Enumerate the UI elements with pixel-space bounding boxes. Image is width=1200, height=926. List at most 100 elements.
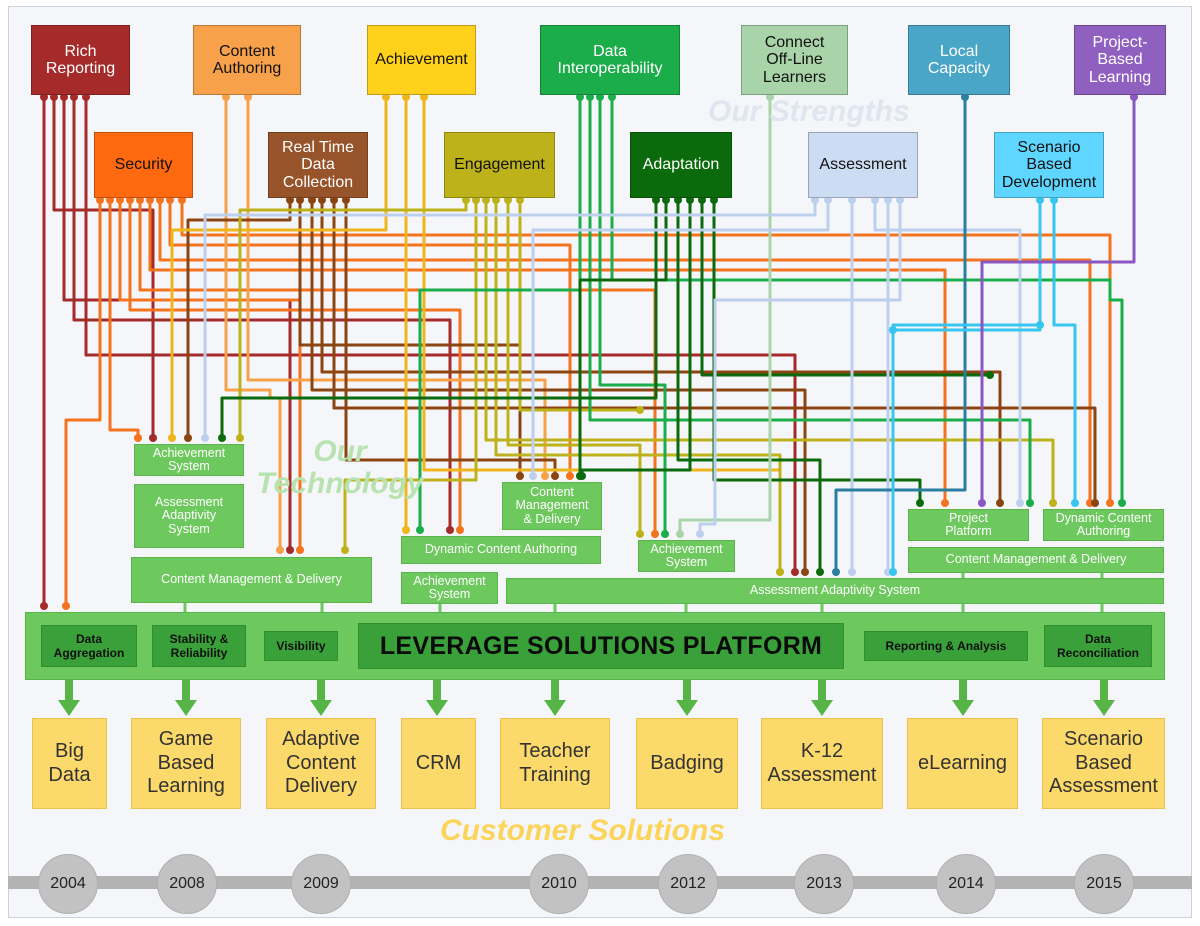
wire-rich-reporting-3-end-dot	[286, 546, 294, 554]
wire-interop-2	[588, 97, 1032, 503]
wire-scenario-3-start-dot	[1036, 321, 1044, 329]
wire-security-3-start-dot	[116, 196, 124, 204]
wire-security-8-end-dot	[566, 472, 574, 480]
wire-security-3-end-dot	[296, 546, 304, 554]
wire-security-1	[64, 200, 102, 606]
wire-real-time-3-start-dot	[308, 196, 316, 204]
wire-adaptation-5	[700, 200, 990, 377]
wire-assessment-2	[531, 200, 830, 476]
wire-real-time-2-start-dot	[296, 196, 304, 204]
content-authoring-box: Content Authoring	[193, 25, 301, 95]
wire-content-authoring-2-start-dot	[244, 93, 252, 101]
security-box: Security	[94, 132, 193, 198]
wire-assessment-2-start-dot	[824, 196, 832, 204]
wire-rich-reporting-1-start-dot	[40, 93, 48, 101]
crm-solution: CRM	[401, 718, 476, 809]
wire-adaptation-3-start-dot	[674, 196, 682, 204]
wire-engagement-6	[518, 200, 640, 412]
wire-security-9	[180, 200, 1112, 503]
scenario-based-development-box: Scenario Based Development	[994, 132, 1104, 198]
wire-interop-2-end-dot	[1026, 499, 1034, 507]
scenario-based-assessment-solution: Scenario Based Assessment	[1042, 718, 1165, 809]
project-platform-box: Project Platform	[908, 509, 1029, 541]
content-management-delivery-box-3: Content Management & Delivery	[908, 547, 1164, 573]
wire-adaptation-2	[578, 200, 668, 476]
wire-engagement-5	[506, 200, 642, 534]
wire-adaptation-4	[580, 200, 692, 476]
wire-assessment-6	[698, 200, 902, 534]
flow-arrow	[426, 680, 448, 716]
wire-interop-4-start-dot	[608, 93, 616, 101]
wire-adaptation-3	[676, 200, 822, 572]
wire-engagement-4-start-dot	[492, 196, 500, 204]
rich-reporting-box: Rich Reporting	[31, 25, 130, 95]
achievement-system-box-2: Achievement System	[401, 572, 498, 604]
wire-achievement-2-start-dot	[402, 93, 410, 101]
wire-adaptation-4-end-dot	[578, 472, 586, 480]
wire-assessment-4	[873, 200, 1022, 503]
wire-project-based-1-end-dot	[978, 499, 986, 507]
year-2013: 2013	[794, 854, 854, 914]
achievement-box: Achievement	[367, 25, 476, 95]
wire-interop-1-start-dot	[576, 93, 584, 101]
wire-real-time-1-start-dot	[286, 196, 294, 204]
wire-security-5-start-dot	[136, 196, 144, 204]
big-data-solution: Big Data	[32, 718, 107, 809]
wire-real-time-3-end-dot	[801, 568, 809, 576]
wire-rich-reporting-3-start-dot	[60, 93, 68, 101]
real-time-data-collection-box: Real Time Data Collection	[268, 132, 368, 198]
elearning-solution: eLearning	[907, 718, 1018, 809]
wire-security-3	[118, 200, 302, 550]
wire-content-authoring-2-end-dot	[541, 472, 549, 480]
wire-adaptation-3-end-dot	[816, 568, 824, 576]
wire-assessment-6-start-dot	[896, 196, 904, 204]
wire-adaptation-5-start-dot	[698, 196, 706, 204]
wire-security-4	[128, 200, 462, 530]
flow-arrow	[676, 680, 698, 716]
achievement-system-box-3: Achievement System	[638, 540, 735, 572]
dynamic-content-authoring-box-1: Dynamic Content Authoring	[401, 536, 601, 564]
wire-content-authoring-1-end-dot	[276, 546, 284, 554]
year-2010: 2010	[529, 854, 589, 914]
wire-local-capacity-1	[834, 97, 967, 572]
dynamic-content-authoring-box-2: Dynamic Content Authoring	[1043, 509, 1164, 541]
wire-security-1-end-dot	[62, 602, 70, 610]
year-2012: 2012	[658, 854, 718, 914]
data-interoperability-box: Data Interoperability	[540, 25, 680, 95]
wire-security-7	[158, 200, 1092, 503]
wire-engagement-4-end-dot	[776, 568, 784, 576]
year-2015: 2015	[1074, 854, 1134, 914]
flow-arrow	[952, 680, 974, 716]
wire-scenario-2-end-dot	[1071, 499, 1079, 507]
wire-scenario-2-start-dot	[1050, 196, 1058, 204]
wire-engagement-5-end-dot	[636, 530, 644, 538]
wire-rich-reporting-2-end-dot	[149, 434, 157, 442]
wire-engagement-3-start-dot	[482, 196, 490, 204]
data-aggregation-cell: Data Aggregation	[41, 625, 137, 667]
game-based-learning-solution: Game Based Learning	[131, 718, 241, 809]
wire-interop-4	[610, 97, 1124, 503]
wire-engagement-1	[238, 200, 468, 438]
wire-security-4-start-dot	[126, 196, 134, 204]
wire-assessment-5-start-dot	[884, 196, 892, 204]
wire-engagement-4	[494, 200, 782, 572]
wire-local-capacity-1-start-dot	[961, 93, 969, 101]
wire-content-authoring-2	[246, 97, 547, 476]
wire-real-time-6	[344, 200, 557, 476]
wire-rich-reporting-2-start-dot	[50, 93, 58, 101]
wire-engagement-2-end-dot	[341, 546, 349, 554]
wire-assessment-1-start-dot	[811, 196, 819, 204]
wire-security-8-start-dot	[166, 196, 174, 204]
wire-rich-reporting-4	[72, 97, 452, 530]
wire-connect-offline-1-start-dot	[766, 93, 774, 101]
platform-title: LEVERAGE SOLUTIONS PLATFORM	[358, 623, 844, 669]
wire-adaptation-1-start-dot	[652, 196, 660, 204]
wire-adaptation-5-end-dot	[986, 371, 994, 379]
wire-security-8	[168, 200, 572, 476]
wire-interop-2-start-dot	[586, 93, 594, 101]
content-management-delivery-box-2: Content Management & Delivery	[502, 482, 602, 530]
wire-assessment-2-end-dot	[529, 472, 537, 480]
wire-real-time-6-end-dot	[551, 472, 559, 480]
wire-real-time-2-end-dot	[516, 472, 524, 480]
wire-security-6-start-dot	[146, 196, 154, 204]
